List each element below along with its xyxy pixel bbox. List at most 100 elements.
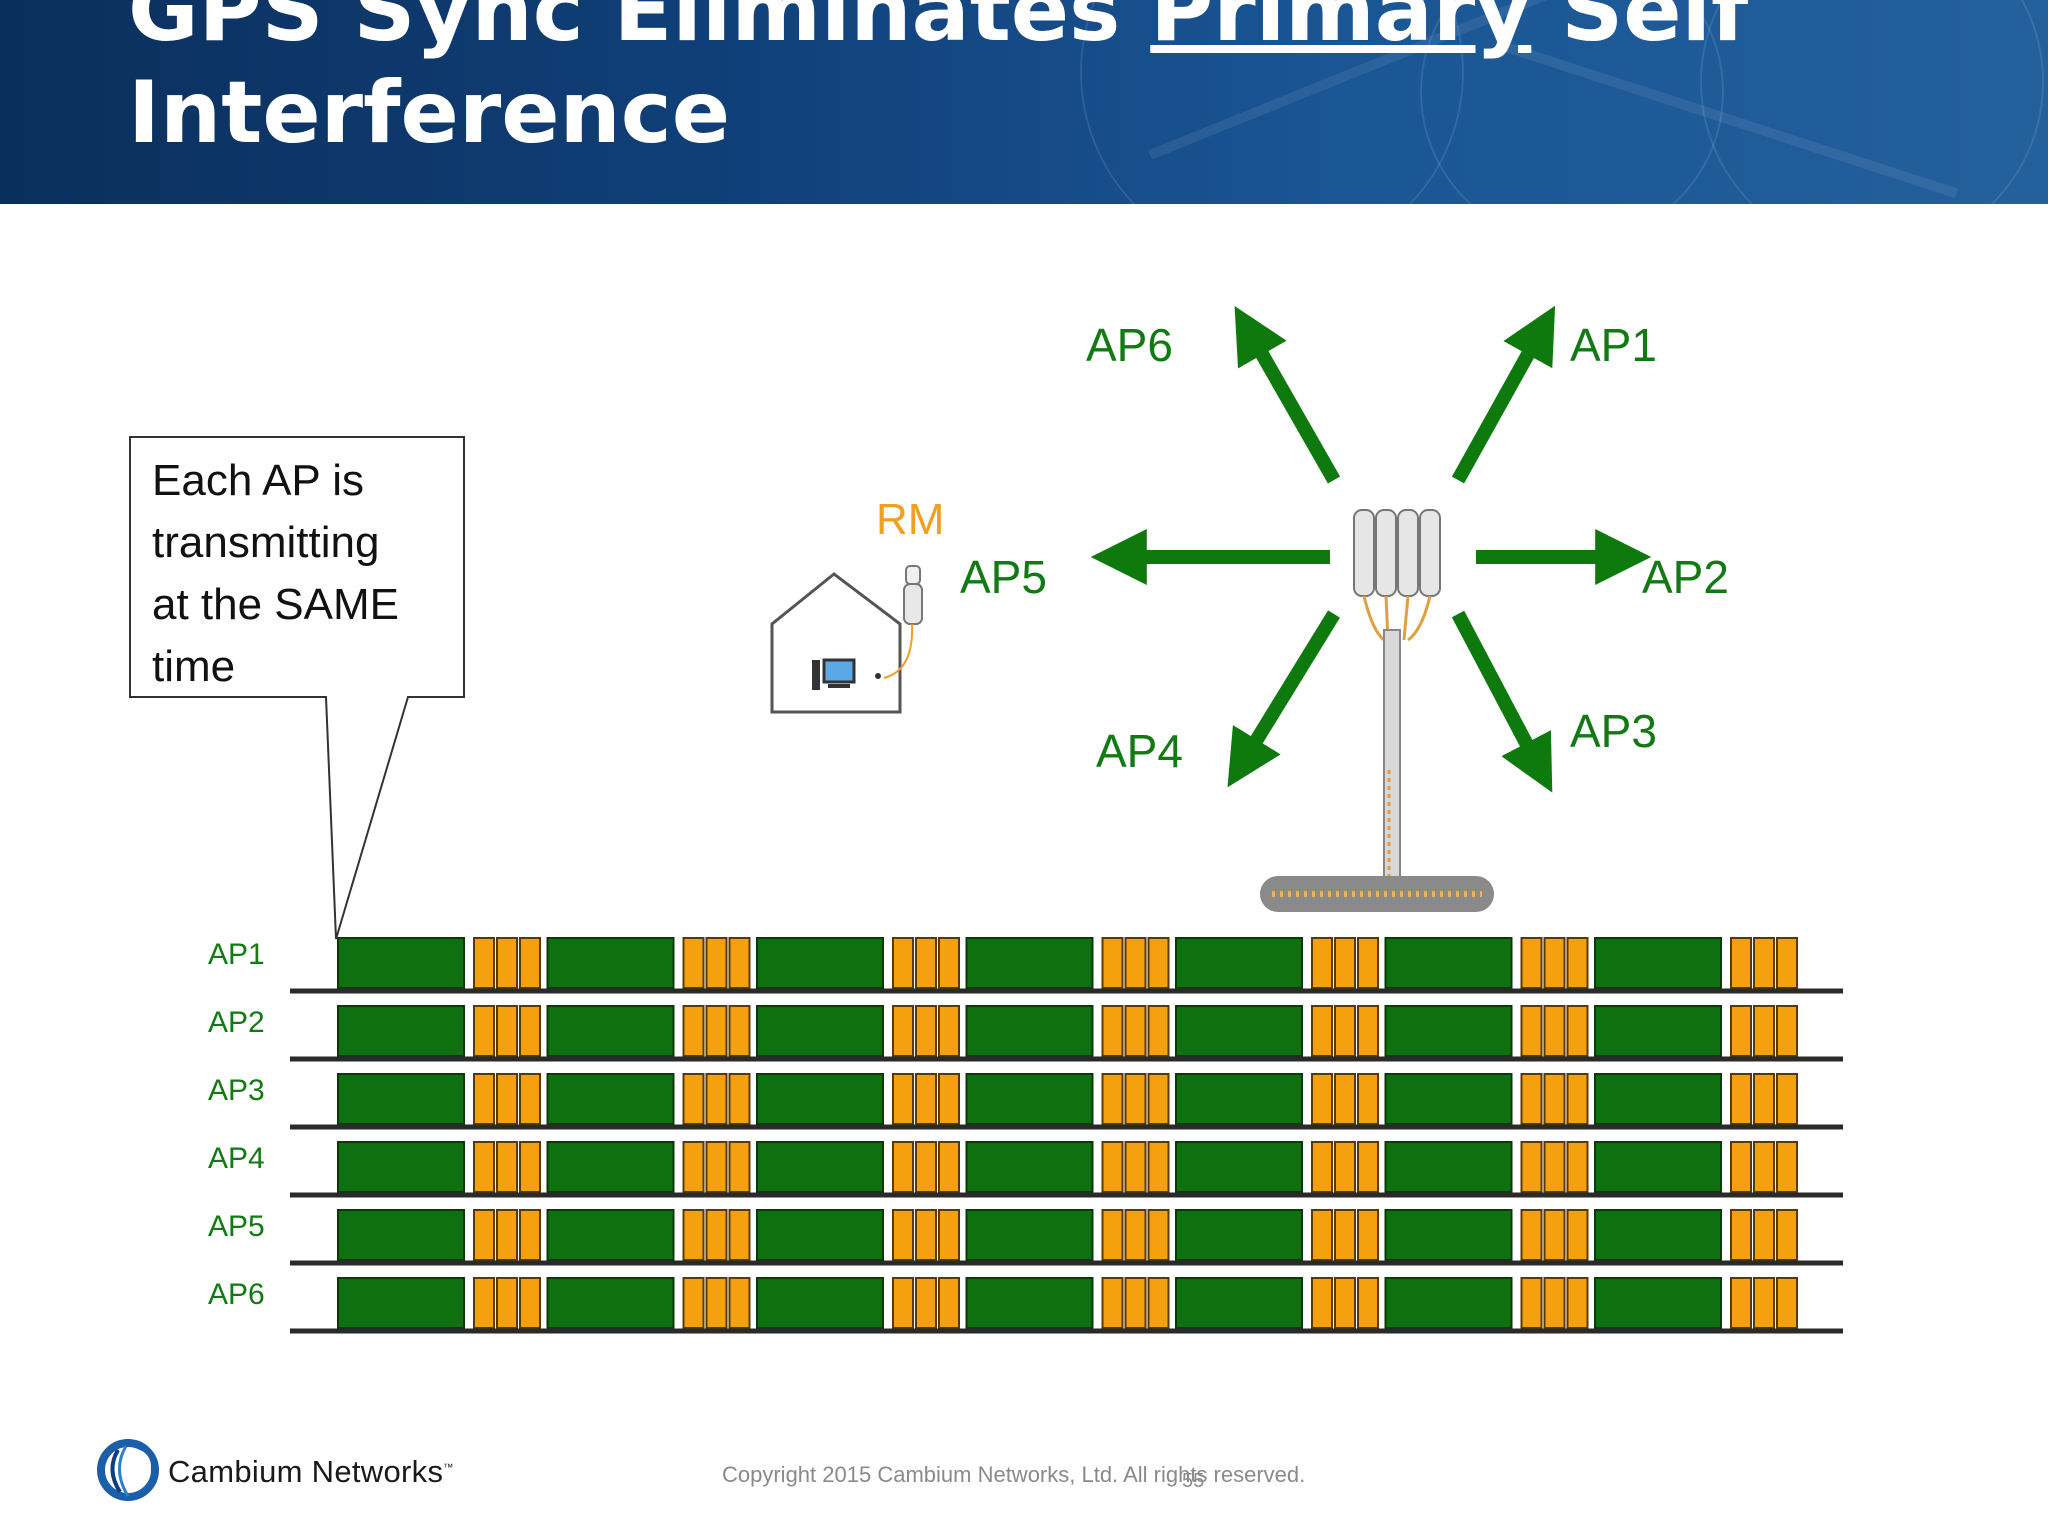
- uplink-slot: [938, 1277, 960, 1329]
- uplink-slot: [519, 1209, 541, 1261]
- uplink-slot: [728, 1141, 751, 1193]
- brand-name: Cambium Networks: [168, 1454, 444, 1489]
- uplink-slot: [1334, 1005, 1356, 1057]
- downlink-block: [1175, 1005, 1303, 1057]
- page-number: 55: [1182, 1470, 1205, 1492]
- title-suffix: Self: [1531, 0, 1749, 61]
- downlink-block: [546, 1277, 675, 1329]
- uplink-slot: [1357, 1005, 1379, 1057]
- uplink-slot: [1101, 1073, 1124, 1125]
- uplink-slot: [682, 1073, 705, 1125]
- uplink-slot: [1147, 1005, 1170, 1057]
- downlink-block: [337, 1073, 465, 1125]
- uplink-slot: [473, 1005, 495, 1057]
- uplink-slot: [682, 1277, 705, 1329]
- downlink-block: [1594, 1277, 1722, 1329]
- downlink-block: [965, 1073, 1094, 1125]
- uplink-slot: [496, 1005, 518, 1057]
- uplink-slot: [1776, 1005, 1798, 1057]
- downlink-block: [756, 1209, 884, 1261]
- uplink-slot: [915, 1073, 937, 1125]
- uplink-slot: [938, 1073, 960, 1125]
- uplink-slot: [1543, 1005, 1566, 1057]
- uplink-slot: [682, 1005, 705, 1057]
- copyright-notice: Copyright 2015 Cambium Networks, Ltd. Al…: [722, 1462, 1306, 1487]
- uplink-slot: [1124, 1277, 1147, 1329]
- uplink-slot: [1566, 1005, 1589, 1057]
- footer-brand: Cambium Networks™: [168, 1454, 454, 1490]
- uplink-slot: [705, 1209, 728, 1261]
- sector-label-ap4: AP4: [1096, 725, 1183, 777]
- downlink-block: [337, 1141, 465, 1193]
- uplink-slot: [705, 1277, 728, 1329]
- uplink-slot: [1566, 1141, 1589, 1193]
- uplink-slot: [1730, 1141, 1752, 1193]
- timeline-row-label: AP4: [208, 1142, 265, 1175]
- uplink-slot: [938, 1141, 960, 1193]
- downlink-block: [1384, 1209, 1513, 1261]
- callout-line: Each AP is: [152, 456, 364, 505]
- uplink-slot: [1776, 1073, 1798, 1125]
- downlink-block: [1384, 1277, 1513, 1329]
- uplink-slot: [1334, 1277, 1356, 1329]
- uplink-slot: [915, 1005, 937, 1057]
- sector-label-ap3: AP3: [1570, 705, 1657, 757]
- uplink-slot: [496, 1141, 518, 1193]
- callout-line: time: [152, 642, 236, 691]
- uplink-slot: [682, 1209, 705, 1261]
- uplink-slot: [705, 1073, 728, 1125]
- uplink-slot: [496, 1073, 518, 1125]
- uplink-slot: [1520, 1073, 1543, 1125]
- downlink-block: [756, 1073, 884, 1125]
- downlink-block: [1384, 1005, 1513, 1057]
- uplink-slot: [519, 1277, 541, 1329]
- base-station-tower: [1260, 509, 1494, 912]
- title-prefix: GPS Sync Eliminates: [128, 0, 1151, 61]
- downlink-block: [1175, 1141, 1303, 1193]
- sector-label-ap5: AP5: [960, 551, 1047, 603]
- uplink-slot: [1124, 1005, 1147, 1057]
- sector-label-ap6: AP6: [1086, 319, 1173, 371]
- uplink-slot: [1357, 1073, 1379, 1125]
- downlink-block: [337, 1209, 465, 1261]
- uplink-slot: [1543, 1277, 1566, 1329]
- uplink-slot: [473, 1073, 495, 1125]
- downlink-block: [965, 1209, 1094, 1261]
- timeline-row-label: AP6: [208, 1278, 265, 1311]
- uplink-slot: [496, 1209, 518, 1261]
- uplink-slot: [1311, 1141, 1333, 1193]
- uplink-slot: [1753, 1073, 1775, 1125]
- uplink-slot: [892, 1277, 914, 1329]
- uplink-slot: [1543, 1141, 1566, 1193]
- downlink-block: [1175, 1277, 1303, 1329]
- uplink-slot: [473, 1277, 495, 1329]
- uplink-slot: [1520, 1005, 1543, 1057]
- uplink-slot: [1566, 1209, 1589, 1261]
- uplink-slot: [519, 1141, 541, 1193]
- uplink-slot: [1311, 1005, 1333, 1057]
- uplink-slot: [1566, 1277, 1589, 1329]
- timeline-row-label: AP5: [208, 1210, 265, 1243]
- uplink-slot: [1776, 1209, 1798, 1261]
- uplink-slot: [1566, 1073, 1589, 1125]
- downlink-block: [1175, 1209, 1303, 1261]
- uplink-slot: [705, 1141, 728, 1193]
- callout-bubble: [129, 436, 465, 940]
- uplink-slot: [1357, 1141, 1379, 1193]
- uplink-slot: [519, 1005, 541, 1057]
- uplink-slot: [892, 1073, 914, 1125]
- callout-text: Each AP is transmitting at the SAME time: [152, 450, 462, 698]
- sector-label-ap1: AP1: [1570, 319, 1657, 371]
- downlink-block: [1384, 1141, 1513, 1193]
- uplink-slot: [1730, 1209, 1752, 1261]
- downlink-block: [965, 1005, 1094, 1057]
- timeline-row-label: AP2: [208, 1006, 265, 1039]
- uplink-slot: [519, 1073, 541, 1125]
- uplink-slot: [728, 1209, 751, 1261]
- uplink-slot: [1753, 1209, 1775, 1261]
- uplink-slot: [728, 1277, 751, 1329]
- trademark-symbol: ™: [443, 1462, 454, 1474]
- downlink-block: [546, 1073, 675, 1125]
- uplink-slot: [1311, 1209, 1333, 1261]
- slide-header: GPS Sync Eliminates Primary Self Interfe…: [0, 0, 2048, 204]
